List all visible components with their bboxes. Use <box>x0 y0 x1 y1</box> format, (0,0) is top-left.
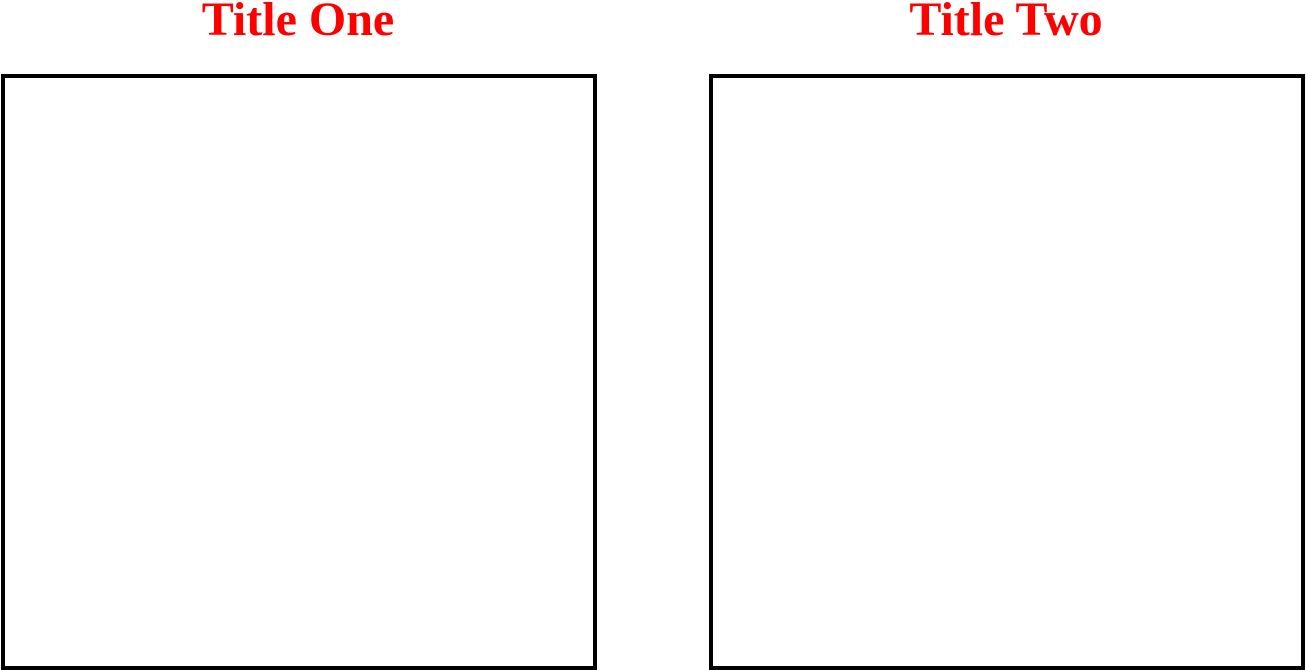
panel-two: Title Two <box>708 0 1305 670</box>
panel-two-title: Title Two <box>909 0 1103 46</box>
panel-two-box <box>709 74 1305 670</box>
panel-one: Title One <box>0 0 597 670</box>
panel-one-title: Title One <box>201 0 395 46</box>
panel-one-box <box>1 74 597 670</box>
